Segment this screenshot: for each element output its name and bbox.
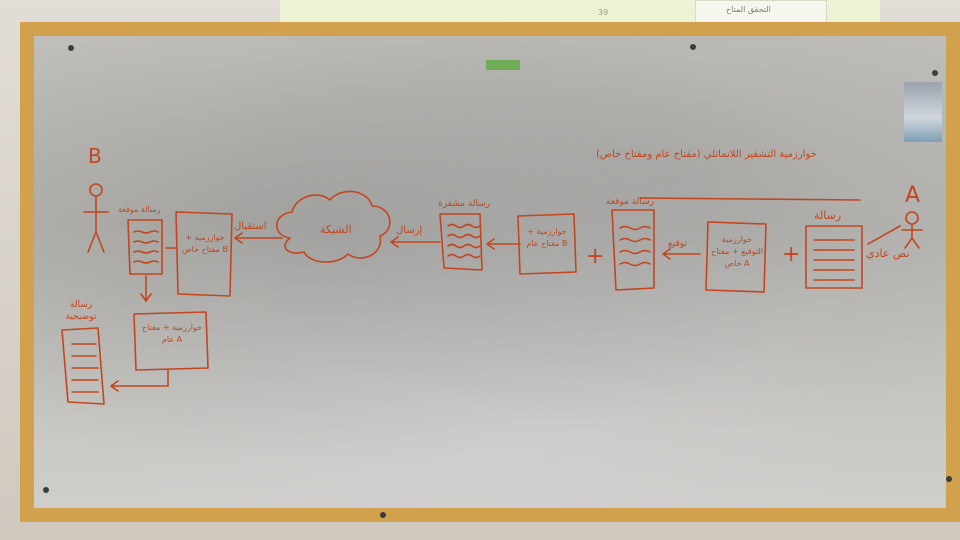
- arrow-verify-to-final: [110, 369, 169, 392]
- title-underline: [639, 197, 861, 201]
- receiver-label: B: [88, 144, 102, 168]
- encrypted-document-icon: [439, 213, 483, 271]
- verify-algorithm-box: [133, 311, 209, 371]
- decrypt-algorithm-box: [175, 211, 233, 297]
- receive-label: استقبال: [234, 221, 267, 232]
- receiver-figure-icon: [83, 183, 109, 253]
- plain-text-label: نص عادي: [866, 247, 910, 260]
- plus-sign-2: +: [586, 244, 605, 269]
- sender-figure-icon: [901, 211, 923, 249]
- arrow-receive: [234, 232, 283, 244]
- whiteboard-surface: [34, 36, 946, 508]
- encrypted-message-label: رسالة مشفرة: [438, 199, 491, 209]
- received-document-icon: [127, 219, 163, 275]
- board-tag: [486, 60, 520, 70]
- send-label: إرسال: [396, 225, 423, 236]
- encrypt-algorithm-box: [517, 213, 577, 275]
- sender-label: A: [905, 183, 921, 208]
- diagram-title: خوارزمية التشفير اللاتماثلي (مفتاح عام و…: [596, 149, 817, 160]
- arrow-send: [390, 236, 441, 248]
- wall-sticker: [904, 82, 942, 142]
- screw-icon: [690, 44, 696, 50]
- network-label: الشبكة: [320, 223, 352, 236]
- screw-icon: [946, 476, 952, 482]
- screw-icon: [932, 70, 938, 76]
- whiteboard-frame: [20, 22, 960, 522]
- projected-slide-title: التحقق المتاح: [726, 5, 771, 14]
- sender-link: [867, 225, 901, 245]
- message-document-icon: [805, 225, 863, 289]
- arrow-encrypt-to-encrypted: [486, 238, 521, 250]
- sign-algorithm-box: [705, 221, 767, 293]
- network-cloud-icon: [275, 190, 391, 263]
- signed-message-label: رسالة موقعة: [606, 197, 654, 207]
- arrow-sign-to-signed: [662, 248, 701, 260]
- projected-slide-number: 39: [598, 8, 609, 17]
- encrypt-algorithm-label: خوارزمية + مفتاح عام B: [526, 227, 568, 248]
- decrypt-algorithm-label: خوارزمية + مفتاح خاص B: [182, 233, 228, 254]
- screw-icon: [68, 45, 74, 51]
- message-label: رسالة: [814, 209, 842, 222]
- sign-algorithm-label: خوارزمية التوقيع + مفتاح خاص A: [711, 235, 763, 268]
- sign-label: توقيع: [668, 239, 687, 249]
- final-document-icon: [61, 327, 105, 405]
- received-message-label: رسالة موقعة: [118, 205, 161, 214]
- plus-sign-1: +: [782, 242, 801, 267]
- arrow-down-verify: [140, 275, 152, 302]
- screw-icon: [380, 512, 386, 518]
- final-message-label: رسالة توضيحية: [65, 300, 97, 322]
- verify-algorithm-label: خوارزمية + مفتاح عام A: [141, 323, 203, 344]
- signed-document-icon: [611, 209, 655, 291]
- screw-icon: [43, 487, 49, 493]
